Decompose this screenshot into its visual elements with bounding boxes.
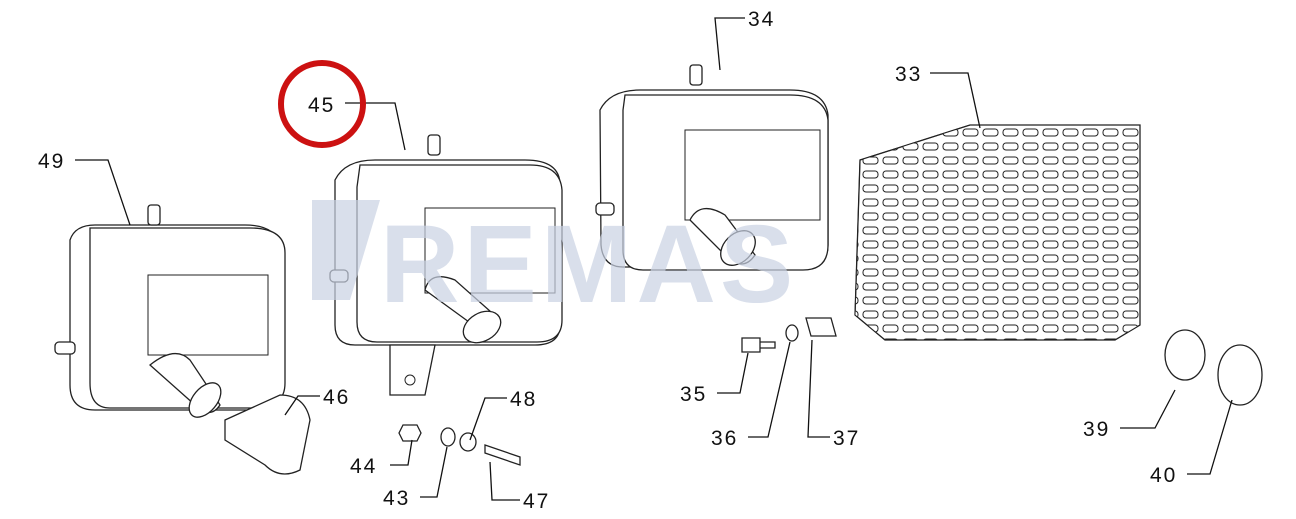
callout-43: 43 xyxy=(383,487,410,510)
callout-49: 49 xyxy=(38,150,65,173)
callout-39: 39 xyxy=(1083,418,1110,441)
callout-48: 48 xyxy=(510,388,537,411)
callout-33: 33 xyxy=(895,63,922,86)
muffler-49 xyxy=(54,204,286,418)
heat-guard-33 xyxy=(854,124,1141,341)
callout-47: 47 xyxy=(523,490,550,513)
callout-40: 40 xyxy=(1150,464,1177,487)
callout-34: 34 xyxy=(748,8,775,31)
watermark-logo: REMAS xyxy=(312,200,797,326)
watermark-text: REMAS xyxy=(380,203,797,326)
callout-46: 46 xyxy=(323,386,350,409)
muffler-34 xyxy=(595,64,829,271)
leader-lines xyxy=(75,17,1233,501)
callout-45: 45 xyxy=(308,94,335,117)
highlight-circle xyxy=(278,60,366,148)
callout-36: 36 xyxy=(711,427,738,450)
callout-35: 35 xyxy=(680,383,707,406)
callout-44: 44 xyxy=(350,455,377,478)
callout-37: 37 xyxy=(833,427,860,450)
small-parts xyxy=(224,317,1263,475)
